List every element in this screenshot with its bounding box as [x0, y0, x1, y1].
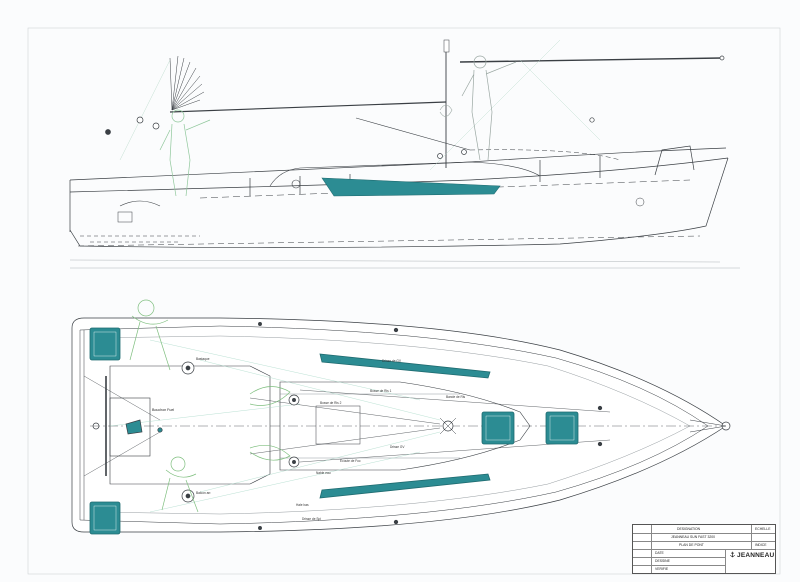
hatch-icon	[89, 501, 121, 535]
crew-figure-mast	[461, 55, 517, 161]
annotation-labels: Bouchon Fuel Bande de Ris Drisse de GV B…	[152, 357, 466, 521]
cockpit	[109, 365, 271, 485]
brand-logo: JEANNEAU	[737, 552, 775, 559]
sheer-line	[69, 147, 727, 181]
mainsheet-fan	[169, 55, 205, 111]
waterline	[77, 235, 701, 247]
title-block: DESIGNATION ECHELLE JEANNEAU SUN FAST 32…	[632, 524, 776, 574]
tb-model: JEANNEAU SUN FAST 3200	[671, 535, 716, 539]
crew-figure-plan-3	[249, 386, 291, 461]
annotation-9: Balcon arr.	[196, 491, 211, 495]
steering-wheel-icon	[92, 376, 163, 476]
tb-drawn: DESSINE	[655, 559, 670, 563]
annotation-2: Bosse de Ris 1	[370, 389, 392, 393]
deck-line	[69, 157, 729, 193]
annotation-4: Ecoute de Foc	[340, 459, 361, 463]
annotation-6: Hale bas	[296, 503, 309, 507]
sheet-border	[27, 27, 781, 575]
annotation-3: Bosse de Ris 2	[320, 401, 342, 405]
hatch-icon	[481, 411, 515, 445]
bow-pulpit	[654, 145, 695, 176]
annotation-8: Bastaque	[196, 357, 210, 361]
deck-window-port	[319, 353, 491, 379]
annotation-5: Nable eau	[316, 471, 331, 475]
tb-date: DATE	[655, 551, 664, 555]
tb-designation: DESIGNATION	[677, 527, 701, 531]
hull-window-profile	[321, 177, 501, 197]
hatch-icon	[89, 327, 121, 361]
crew-figure-plan-1	[129, 299, 171, 371]
fuel-label: Bouchon Fuel	[152, 408, 174, 412]
deck-plan	[71, 317, 731, 533]
tb-drawing: PLAN DE PONT	[679, 543, 704, 547]
hatch-icon	[545, 411, 579, 445]
coachroof	[269, 161, 541, 187]
hull-bottom	[69, 157, 729, 248]
deck-outline	[71, 317, 727, 533]
cabin-top	[279, 381, 531, 471]
annotation-7: Drisse de Spi	[302, 517, 321, 521]
crew-figure-plan-2	[161, 456, 199, 513]
anchor-icon	[730, 551, 735, 558]
side-profile	[69, 39, 740, 269]
crew-figure-bow	[439, 104, 453, 117]
annotation-1: Drisse de GV	[382, 359, 402, 363]
crew-figure-helm	[159, 109, 211, 197]
spinnaker-pole	[459, 57, 723, 63]
mast-icon	[439, 417, 457, 435]
control-lines	[109, 339, 441, 513]
annotation-10: Drisse GV	[390, 445, 405, 449]
tb-checked: VERIFIE	[655, 567, 669, 571]
deck-window-starboard	[319, 473, 491, 499]
tb-index: INDICE	[755, 543, 767, 547]
tb-scale: ECHELLE	[755, 527, 771, 531]
boom	[169, 101, 447, 113]
reef-label: Bande de Ris	[446, 395, 466, 399]
